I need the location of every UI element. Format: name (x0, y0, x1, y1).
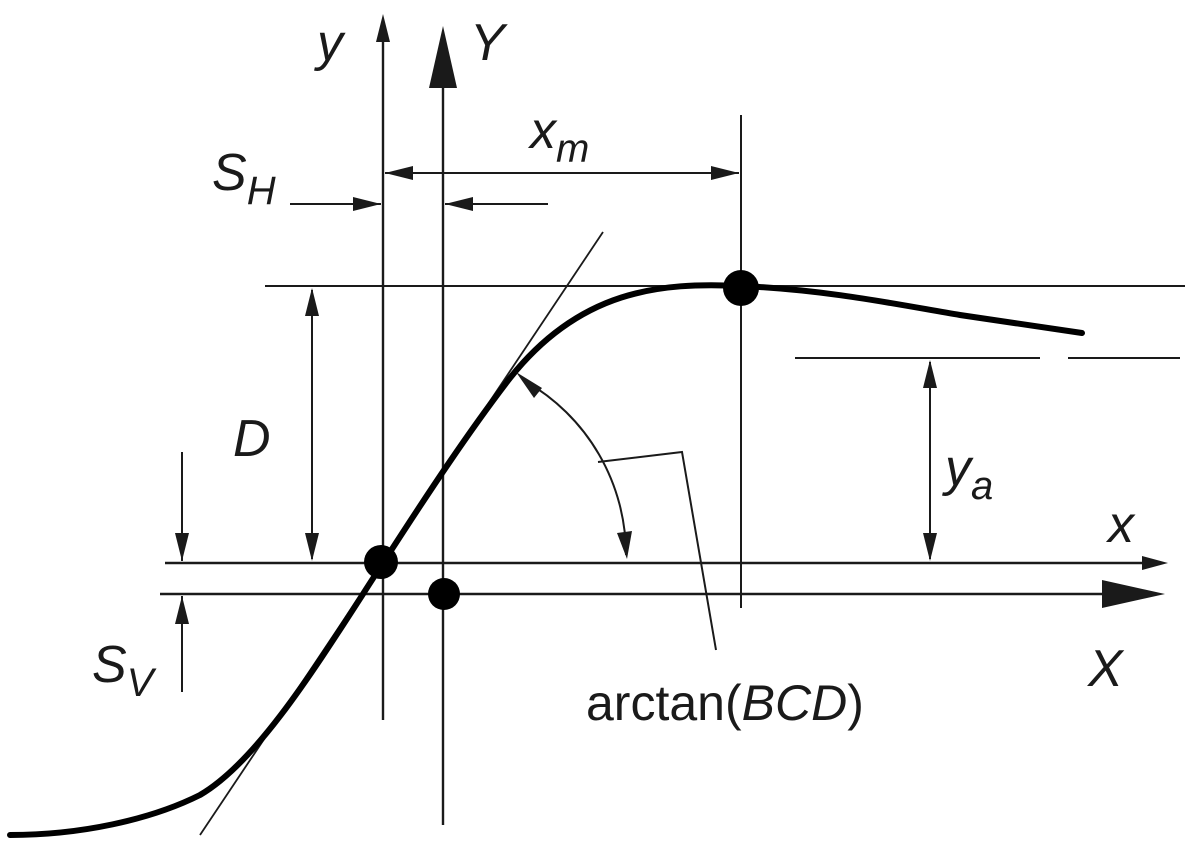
y-axis-arrowhead (376, 14, 390, 42)
label-Y-big: Y (470, 14, 508, 72)
x-axis-arrowhead (1142, 556, 1168, 570)
Y-axis-arrowhead (429, 26, 457, 88)
d-arrow-top (305, 288, 319, 316)
sv-arrow-bottom (175, 596, 189, 624)
label-sh: SH (212, 144, 276, 213)
bcd-curve (7, 282, 1085, 838)
label-xm: xm (527, 102, 589, 171)
angle-arrow-top (516, 372, 542, 398)
sh-arrow-right (445, 197, 473, 211)
sv-arrow-top (175, 533, 189, 561)
peak-point (723, 270, 759, 306)
label-sv: SV (92, 636, 157, 705)
sh-arrow-left (353, 197, 381, 211)
label-arctan-prefix: arctan( (586, 675, 742, 731)
label-X-big: X (1087, 640, 1125, 698)
label-ya-sub: a (971, 464, 993, 508)
ya-arrow-bottom (923, 533, 937, 561)
label-ya: ya (942, 439, 993, 508)
label-x-small: x (1105, 496, 1136, 554)
label-xm-base: x (527, 102, 558, 160)
label-sh-base: S (212, 144, 247, 202)
label-d: D (233, 410, 271, 468)
origin-point-small (364, 545, 398, 579)
xm-arrow-left (385, 166, 413, 180)
origin-point-big (428, 578, 460, 610)
label-sv-base: S (92, 636, 127, 694)
label-xm-sub: m (556, 127, 589, 171)
arctan-leader-line (597, 450, 717, 651)
ya-arrow-top (923, 360, 937, 388)
label-arctan-arg: BCD (742, 675, 848, 731)
label-sv-sub: V (127, 661, 157, 705)
label-y-small: y (314, 14, 346, 72)
label-arctan-suffix: ) (847, 675, 864, 731)
label-sh-sub: H (247, 169, 276, 213)
X-axis-arrowhead (1102, 580, 1165, 608)
d-arrow-bottom (305, 533, 319, 561)
label-arctan: arctan(BCD) (586, 675, 864, 731)
angle-arrow-bottom (617, 531, 632, 559)
label-ya-base: y (942, 439, 974, 497)
xm-arrow-right (711, 166, 739, 180)
angle-arc (524, 380, 628, 556)
